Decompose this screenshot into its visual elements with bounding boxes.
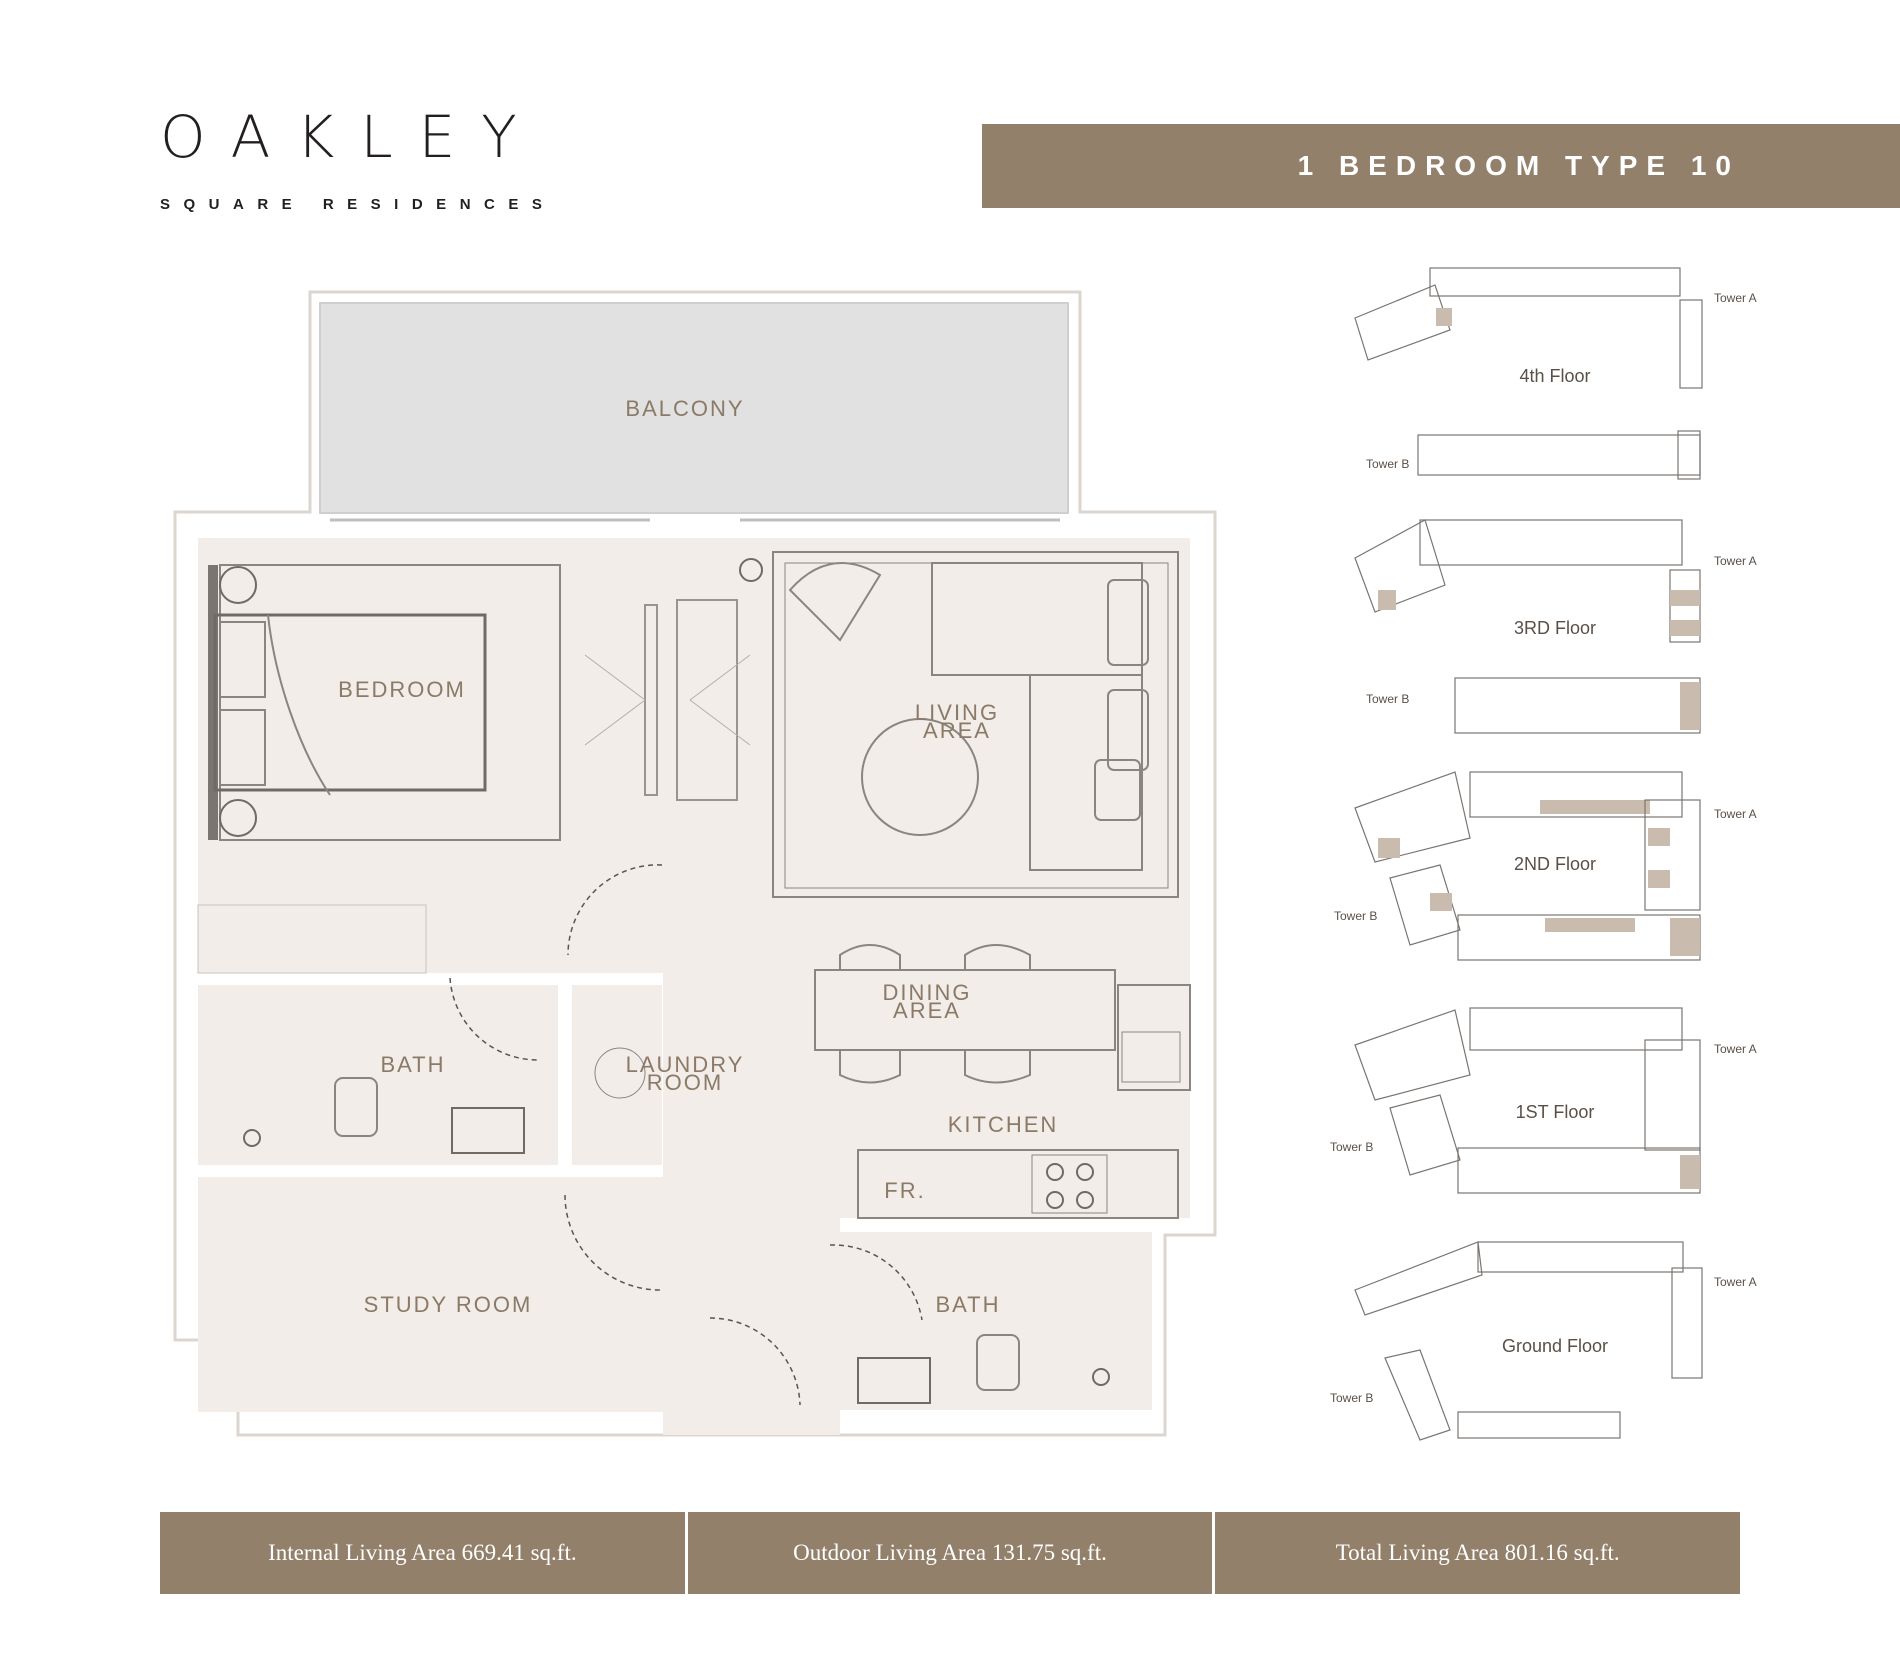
key-plan-floor-1: Tower A 1ST Floor Tower B [1330, 1007, 1757, 1194]
svg-text:Tower A: Tower A [1714, 1042, 1757, 1056]
svg-text:Tower B: Tower B [1334, 909, 1377, 923]
study-area [198, 1177, 663, 1412]
key-plan-floor-2: Tower A 2ND Floor Tower B [1334, 771, 1757, 961]
svg-text:Tower A: Tower A [1714, 291, 1757, 305]
internal-area: Internal Living Area 669.41 sq.ft. [160, 1512, 685, 1594]
bath-left-area [198, 985, 558, 1165]
total-area: Total Living Area 801.16 sq.ft. [1212, 1512, 1741, 1594]
brand-logo: OAKLEY SQUARE RESIDENCES [160, 108, 580, 213]
living-label: LIVING [915, 700, 999, 725]
outdoor-area: Outdoor Living Area 131.75 sq.ft. [684, 1512, 1213, 1594]
balcony-label: BALCONY [625, 396, 744, 421]
balcony-area [319, 302, 1069, 514]
svg-text:Tower A: Tower A [1714, 1275, 1757, 1289]
laundry-label-2: ROOM [647, 1070, 723, 1095]
bath-left-label: BATH [380, 1052, 445, 1077]
brand-subtitle: SQUARE RESIDENCES [160, 196, 556, 213]
svg-text:Tower A: Tower A [1714, 554, 1757, 568]
dining-label-2: AREA [893, 998, 961, 1023]
svg-text:1ST Floor: 1ST Floor [1516, 1102, 1595, 1122]
laundry-label: LAUNDRY [626, 1052, 745, 1077]
dining-kitchen-area [713, 936, 1190, 1218]
unit-type-banner: 1 BEDROOM TYPE 10 [982, 124, 1900, 208]
svg-text:Tower B: Tower B [1330, 1391, 1373, 1405]
study-label: STUDY ROOM [364, 1292, 533, 1317]
laundry-area [572, 985, 662, 1165]
bedroom-label: BEDROOM [338, 677, 466, 702]
svg-text:3RD Floor: 3RD Floor [1514, 618, 1596, 638]
key-plan-floor-4: Tower A 4th Floor Tower B [1354, 267, 1757, 480]
bath-right-label: BATH [935, 1292, 1000, 1317]
svg-text:Tower A: Tower A [1714, 807, 1757, 821]
floor-plan-drawing: BALCONY BEDROOM LIVING AREA DINING AREA … [173, 267, 1757, 1441]
kitchen-label: KITCHEN [948, 1112, 1059, 1137]
unit-type-label: 1 BEDROOM TYPE 10 [1297, 150, 1740, 181]
bath-right-area [840, 1232, 1152, 1410]
dining-label: DINING [883, 980, 972, 1005]
fridge-label: FR. [884, 1178, 925, 1203]
svg-text:2ND Floor: 2ND Floor [1514, 854, 1596, 874]
svg-text:Tower B: Tower B [1330, 1140, 1373, 1154]
hallway-area [663, 538, 713, 1435]
area-summary-bar: Internal Living Area 669.41 sq.ft. Outdo… [160, 1512, 1741, 1594]
brand-name: OAKLEY [160, 103, 543, 171]
key-plan-floor-3: Tower A 3RD Floor Tower B [1354, 519, 1757, 734]
svg-text:4th Floor: 4th Floor [1519, 366, 1590, 386]
svg-text:Ground Floor: Ground Floor [1502, 1336, 1608, 1356]
key-plan-ground: Tower A Ground Floor Tower B [1330, 1241, 1757, 1441]
living-label-2: AREA [923, 718, 991, 743]
bedroom-area [198, 538, 663, 973]
key-plan: Tower A 4th Floor Tower B Tower A 3RD Fl… [1330, 267, 1757, 1441]
svg-text:Tower B: Tower B [1366, 692, 1409, 706]
svg-text:Tower B: Tower B [1366, 457, 1409, 471]
